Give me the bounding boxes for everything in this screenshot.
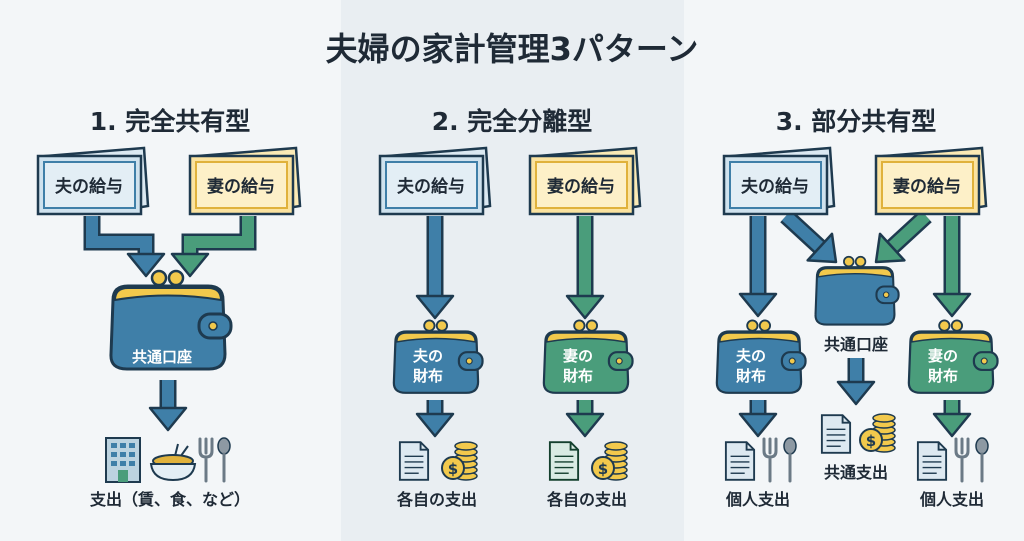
building-icon [105, 437, 141, 483]
fork-icon [954, 437, 970, 483]
flow-arrow [415, 400, 455, 438]
husband-expense-label: 個人支出 [725, 490, 790, 509]
flow-arrow [738, 216, 778, 318]
arrow-head [126, 252, 166, 278]
document-icon [548, 441, 580, 481]
arrow-head [565, 294, 605, 320]
flow-arrow [932, 400, 972, 438]
flow-arrows [83, 209, 972, 438]
page-title: 夫婦の家計管理3パターン [326, 30, 699, 68]
flow-arrow [836, 358, 876, 406]
flow-arrow [148, 380, 188, 432]
document-icon [820, 414, 852, 454]
arrow-shaft [781, 211, 826, 253]
spoon-icon [782, 437, 798, 483]
arrow-head [806, 232, 838, 264]
arrow-head [836, 380, 876, 406]
flow-arrow [415, 216, 455, 320]
noodle-bowl-icon [150, 443, 196, 481]
arrow-shaft [184, 216, 254, 256]
husband-wallet-label-line2: 財布 [735, 367, 766, 385]
panel-2-background [341, 0, 684, 541]
wife-expense-label: 個人支出 [919, 490, 984, 509]
coins-icon [859, 413, 896, 453]
shared-wallet-icon [814, 255, 900, 326]
flow-arrow [874, 209, 932, 264]
document-icon [724, 441, 756, 481]
arrow-head [738, 292, 778, 318]
document-icon [916, 441, 948, 481]
shared-expense-label: 共通支出 [824, 463, 888, 482]
husband-salary-label: 夫の給与 [55, 176, 123, 197]
arrow-head [932, 292, 972, 318]
arrow-head [170, 252, 210, 278]
spoon-icon [974, 437, 990, 483]
arrow-head [874, 232, 906, 264]
arrow-shaft [886, 211, 931, 253]
wife-wallet-label-line2: 財布 [562, 367, 593, 385]
husband-wallet-label-line1: 夫の [736, 347, 766, 365]
expense-label: 支出（賃、食、など） [89, 490, 250, 509]
flow-arrow [780, 209, 838, 264]
husband-salary-label: 夫の給与 [397, 176, 465, 197]
arrow-head [565, 412, 605, 438]
arrow-shaft [86, 216, 152, 256]
fork-icon [762, 437, 778, 483]
heading-pattern-3: 3. 部分共有型 [776, 107, 937, 136]
wife-salary-label: 妻の給与 [893, 176, 961, 197]
flow-arrow [170, 216, 257, 278]
arrow-head [738, 412, 778, 438]
arrow-head [415, 412, 455, 438]
flow-arrow [932, 216, 972, 318]
heading-pattern-1: 1. 完全共有型 [90, 107, 251, 136]
arrow-head [932, 412, 972, 438]
arrow-head [148, 406, 188, 432]
arrow-head [415, 294, 455, 320]
shared-account-label: 共通口座 [132, 348, 192, 366]
husband-salary-label: 夫の給与 [741, 176, 809, 197]
wife-wallet-label-line2: 財布 [927, 367, 958, 385]
husband-wallet-label-line1: 夫の [413, 347, 443, 365]
husband-expense-label: 各自の支出 [396, 490, 477, 509]
flow-arrow [565, 400, 605, 438]
wife-expense-label: 各自の支出 [546, 490, 627, 509]
document-icon [398, 441, 430, 481]
wife-salary-label: 妻の給与 [207, 176, 275, 197]
wife-salary-label: 妻の給与 [547, 176, 615, 197]
flow-arrow [565, 216, 605, 320]
flow-arrow [738, 400, 778, 438]
shared-account-label: 共通口座 [824, 335, 888, 354]
heading-pattern-2: 2. 完全分離型 [432, 107, 593, 136]
flow-arrow [83, 216, 166, 278]
wife-wallet-label-line1: 妻の [928, 347, 958, 365]
spoon-icon [216, 437, 232, 483]
husband-wallet-label-line2: 財布 [412, 367, 443, 385]
fork-icon [198, 437, 214, 483]
wife-wallet-label-line1: 妻の [563, 347, 593, 365]
